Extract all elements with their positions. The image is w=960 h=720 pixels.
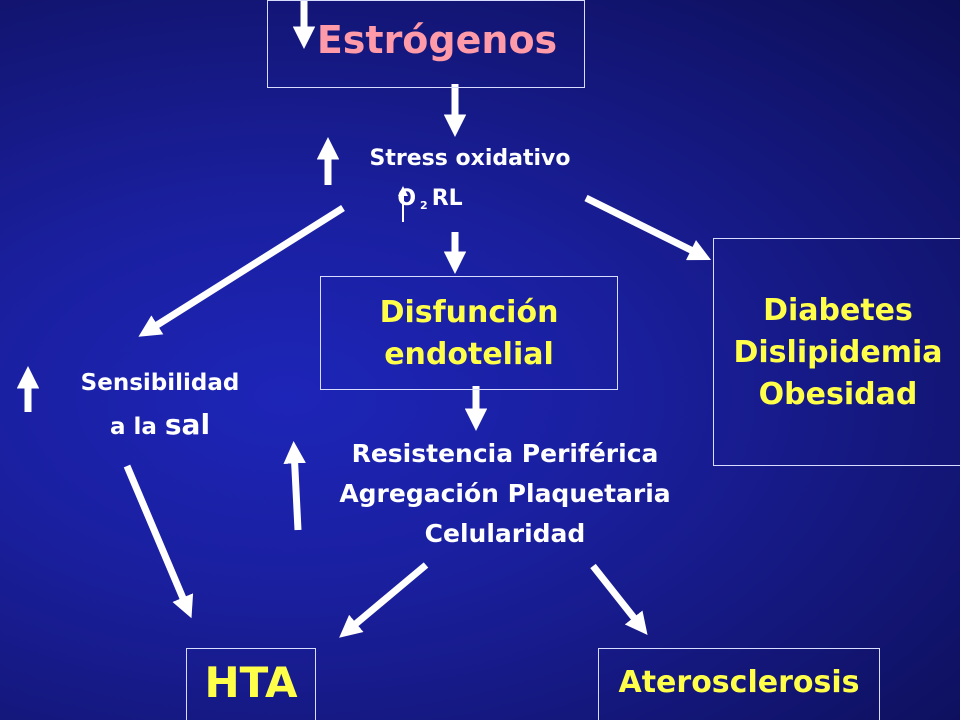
disfuncion-line2: endotelial — [384, 337, 554, 372]
agregacion-plaquetaria-label: Agregación Plaquetaria — [339, 479, 671, 508]
stress-oxidativo-label: Stress oxidativo — [369, 146, 571, 171]
disfuncion-box — [320, 276, 618, 390]
sensibilidad-a-la: a la — [109, 414, 157, 440]
o2-subscript-label: 2 — [420, 199, 428, 212]
stress-to-diabetes-arrow — [584, 194, 712, 261]
o2-o-label: O — [397, 186, 417, 211]
diabetes-label: Diabetes — [763, 293, 913, 328]
disfuncion-endotelial-label: Disfunción endotelial — [320, 292, 618, 376]
sensibilidad-line1: Sensibilidad — [80, 370, 240, 396]
diabetes-group-label: Diabetes Dislipidemia Obesidad — [713, 290, 960, 416]
sensibilidad-line2: a la sal — [40, 404, 280, 448]
rl-label: RL — [431, 186, 463, 211]
sensibilidad-sal-label: Sensibilidad a la sal — [40, 362, 280, 448]
estrogenos-label: Estrógenos — [316, 18, 558, 62]
resistencia-up-arrow — [283, 441, 306, 531]
dislipidemia-label: Dislipidemia — [733, 335, 943, 370]
aterosclerosis-label: Aterosclerosis — [618, 665, 860, 700]
resistencia-group-label: Resistencia Periférica Agregación Plaque… — [290, 434, 720, 554]
sensibilidad-to-hta-arrow — [123, 464, 194, 619]
hta-box — [186, 648, 316, 720]
aterosclerosis-box — [598, 648, 880, 720]
estrogenos-box — [267, 0, 585, 88]
sensibilidad-sal: sal — [164, 408, 211, 441]
hta-label: HTA — [204, 658, 298, 707]
disfuncion-line1: Disfunción — [379, 295, 559, 330]
obesidad-label: Obesidad — [758, 377, 918, 412]
resistencia-periferica-label: Resistencia Periférica — [351, 439, 659, 468]
celularidad-label: Celularidad — [424, 519, 586, 548]
resistencia-to-aterosclerosis-arrow — [590, 563, 648, 636]
resistencia-to-hta-arrow — [339, 562, 429, 638]
stress-to-sensibilidad-arrow — [138, 205, 345, 337]
diabetes-box — [713, 238, 960, 466]
